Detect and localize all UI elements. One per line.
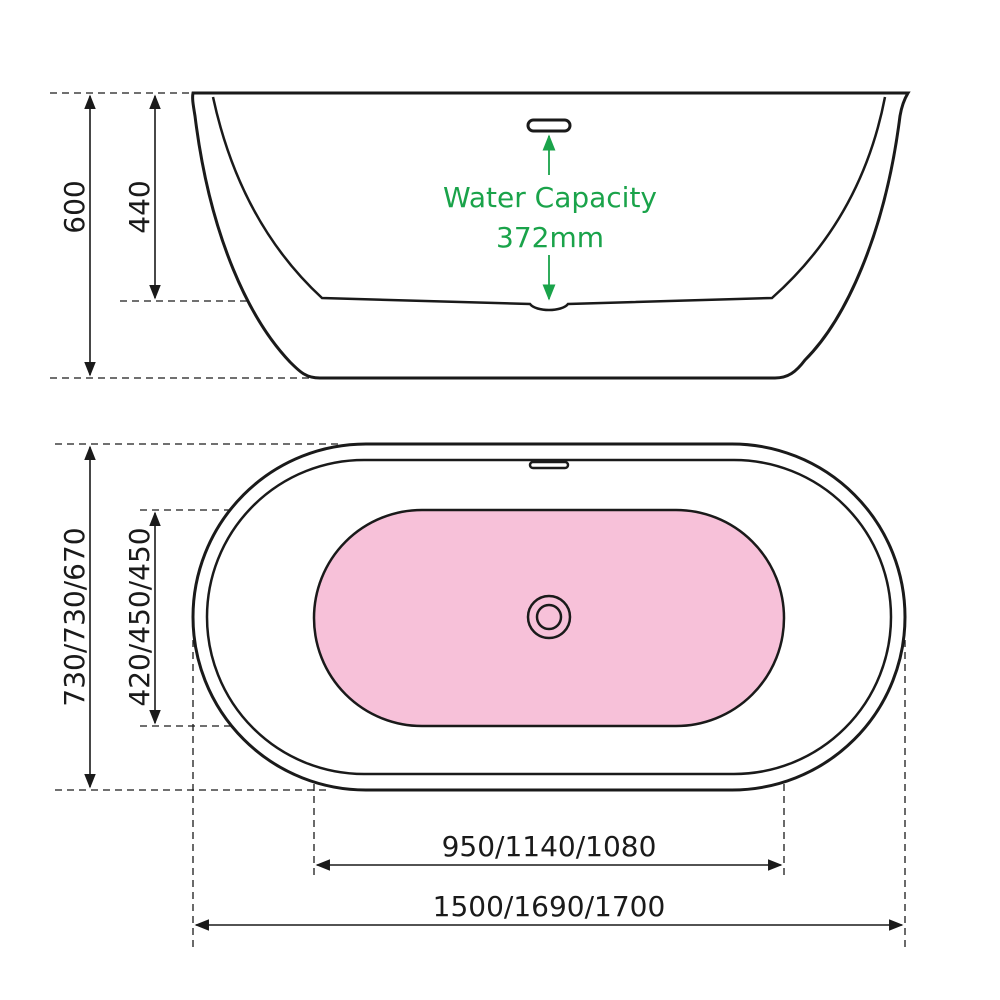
dimension-440-label: 440 xyxy=(123,180,156,233)
dimension-600-label: 600 xyxy=(58,180,91,233)
dimension-inner-length-label: 950/1140/1080 xyxy=(442,830,657,863)
tub-side-inner-profile xyxy=(211,96,887,312)
tub-side-outline xyxy=(191,91,911,380)
dimension-inner-width-label: 420/450/450 xyxy=(123,527,156,706)
overflow-top-icon xyxy=(528,460,570,470)
water-capacity-value: 372mm xyxy=(496,221,604,254)
top-view: 730/730/670 420/450/450 950/1140/1080 15… xyxy=(55,442,907,950)
dimension-outer-length-label: 1500/1690/1700 xyxy=(433,890,666,923)
drain-inner-ring xyxy=(535,603,563,631)
side-view: 600 440 Water Capacity 372mm xyxy=(50,91,911,380)
water-capacity-label: Water Capacity xyxy=(443,181,657,214)
overflow-icon xyxy=(526,118,572,133)
dimension-outer-width-label: 730/730/670 xyxy=(58,527,91,706)
tub-top-inner-rim xyxy=(205,458,893,776)
